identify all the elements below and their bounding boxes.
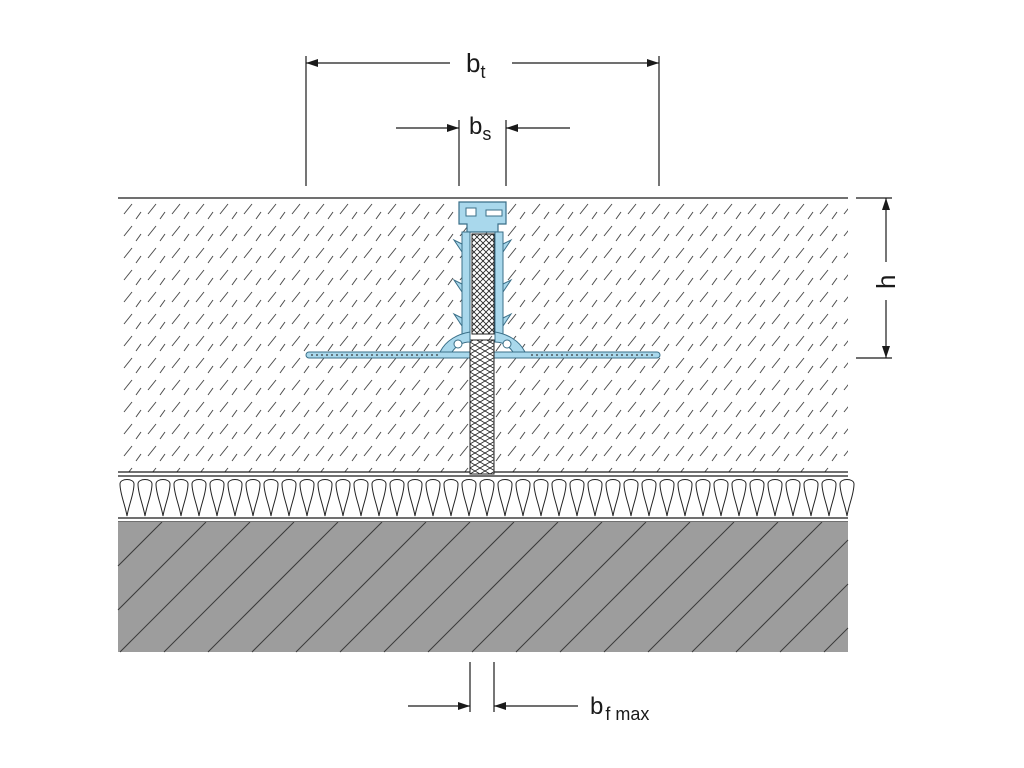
insulation-loop xyxy=(515,479,531,517)
insulation-loop xyxy=(497,479,513,517)
insulation-loop xyxy=(749,479,765,517)
insulation-loop xyxy=(713,479,729,517)
insulation-loop xyxy=(839,479,855,517)
bs-main: b xyxy=(469,113,482,140)
insulation-loop xyxy=(173,479,189,517)
insulation-loop xyxy=(569,479,585,517)
bf-main: b xyxy=(590,693,603,720)
insulation-loop xyxy=(677,479,693,517)
insulation-loop xyxy=(695,479,711,517)
insulation-loop xyxy=(767,479,783,517)
bs-sub: s xyxy=(482,124,491,144)
insulation-loop xyxy=(623,479,639,517)
insulation-loop xyxy=(317,479,333,517)
insulation-loop xyxy=(209,479,225,517)
svg-text:bs: bs xyxy=(469,113,491,144)
bf-sub: f max xyxy=(605,704,649,724)
bt-sub: t xyxy=(480,62,485,82)
insulation-loop xyxy=(137,479,153,517)
svg-text:bt: bt xyxy=(466,48,485,82)
joint-profile xyxy=(439,201,526,353)
bt-main: b xyxy=(466,48,480,78)
insulation-loop xyxy=(803,479,819,517)
insulation-loop xyxy=(263,479,279,517)
insulation-loop xyxy=(479,479,495,517)
insulation-loop xyxy=(641,479,657,517)
insulation-loop xyxy=(299,479,315,517)
insulation-loop xyxy=(281,479,297,517)
insulation-loop xyxy=(191,479,207,517)
insulation-loop xyxy=(551,479,567,517)
insulation-loop xyxy=(119,479,135,517)
insulation-loop xyxy=(425,479,441,517)
insulation-loop xyxy=(461,479,477,517)
insulation-loop xyxy=(587,479,603,517)
insulation-loop xyxy=(533,479,549,517)
insulation-loop xyxy=(335,479,351,517)
insulation-loop xyxy=(407,479,423,517)
concrete-slab xyxy=(117,521,849,653)
insulation-loop xyxy=(731,479,747,517)
insulation-loop xyxy=(227,479,243,517)
insulation-loop xyxy=(605,479,621,517)
insulation-loop xyxy=(353,479,369,517)
insulation-loop xyxy=(785,479,801,517)
insulation-loop xyxy=(821,479,837,517)
h-label: h xyxy=(871,275,901,289)
insulation-layer xyxy=(118,479,855,523)
insulation-loop xyxy=(155,479,171,517)
insulation-loop xyxy=(443,479,459,517)
dimension-h: h xyxy=(856,197,901,359)
dimension-bt: bt xyxy=(305,48,660,186)
svg-text:bf max: bf max xyxy=(590,693,649,724)
insulation-loop xyxy=(371,479,387,517)
insulation-loop xyxy=(659,479,675,517)
dimension-bs: bs xyxy=(396,113,570,186)
insulation-loop xyxy=(245,479,261,517)
lower-joint-filler xyxy=(469,339,495,475)
insulation-loop xyxy=(389,479,405,517)
